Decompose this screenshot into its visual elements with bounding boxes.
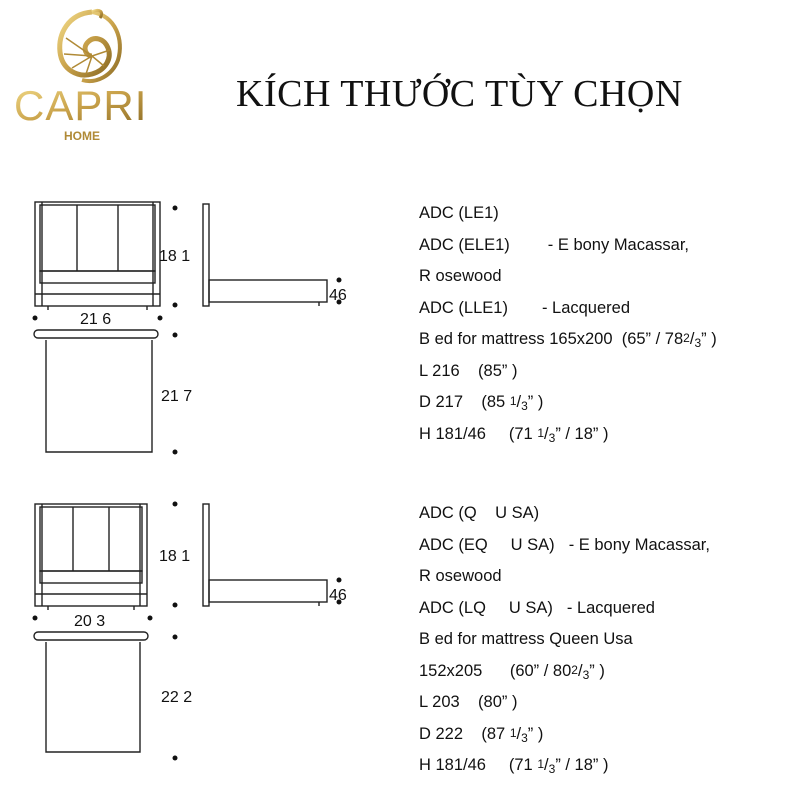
spec-bed-size: B ed for mattress Queen Usa — [419, 630, 633, 648]
spec-bed-size: B ed for mattress 165x200 (65” / 782/3” … — [419, 330, 717, 350]
spec-length: L 203 (80” ) — [419, 693, 518, 711]
spec-height: H 181/46 (71 1/3” / 18” ) — [419, 424, 609, 445]
bed-drawing-1: 18 1 21 6 21 7 46 — [20, 190, 390, 490]
dim-leg: 46 — [329, 587, 347, 604]
bed-front-view — [34, 503, 148, 610]
spec-depth: D 217 (85 1/3” ) — [419, 393, 544, 413]
bed-side-view — [202, 503, 328, 607]
spec-model-1: ADC (LE1) — [419, 204, 499, 222]
capri-home-logo: CAPRI HOME — [8, 4, 158, 144]
spec-model-3: ADC (LQ U SA)- Lacquered — [419, 598, 655, 617]
bed-drawing-2: 18 1 20 3 22 2 46 — [20, 490, 390, 790]
brand-name: CAPRI — [14, 82, 147, 129]
dim-depth: 21 7 — [161, 388, 192, 405]
dimension-dots — [32, 501, 342, 761]
dim-height: 18 1 — [159, 548, 190, 565]
bed-top-view — [33, 631, 149, 753]
bed-top-view — [33, 329, 159, 453]
page-title: KÍCH THƯỚC TÙY CHỌN — [236, 73, 683, 115]
dimension-dots — [32, 205, 342, 455]
spec-model-2-cont: R osewood — [419, 567, 502, 585]
nautilus-shell-icon: CAPRI HOME — [14, 8, 147, 143]
dim-width: 20 3 — [74, 613, 105, 630]
dim-width: 21 6 — [80, 311, 111, 328]
spec-bed-size-cont: 152x205 (60” / 802/3” ) — [419, 661, 605, 682]
spec-model-2-cont: R osewood — [419, 267, 502, 285]
spec-model-1: ADC (Q U SA) — [419, 504, 540, 522]
spec-model-3: ADC (LLE1)- Lacquered — [419, 298, 631, 317]
dim-leg: 46 — [329, 287, 347, 304]
spec-length: L 216 (85” ) — [419, 361, 518, 380]
spec-height: H 181/46 (71 1/3” / 18” ) — [419, 756, 609, 776]
spec-depth: D 222 (87 1/3” ) — [419, 724, 544, 745]
brand-sub: HOME — [64, 129, 100, 143]
bed-front-view — [34, 201, 161, 310]
spec-block-2: ADC (Q U SA) ADC (EQ U SA)- E bony Macas… — [419, 498, 789, 782]
dim-depth: 22 2 — [161, 689, 192, 706]
spec-block-1: ADC (LE1) ADC (ELE1)- E bony Macassar, R… — [419, 198, 789, 450]
dim-height: 18 1 — [159, 248, 190, 265]
spec-model-2: ADC (EQ U SA)- E bony Macassar, — [419, 535, 710, 554]
spec-model-2: ADC (ELE1)- E bony Macassar, — [419, 235, 690, 254]
bed-side-view — [202, 203, 328, 307]
